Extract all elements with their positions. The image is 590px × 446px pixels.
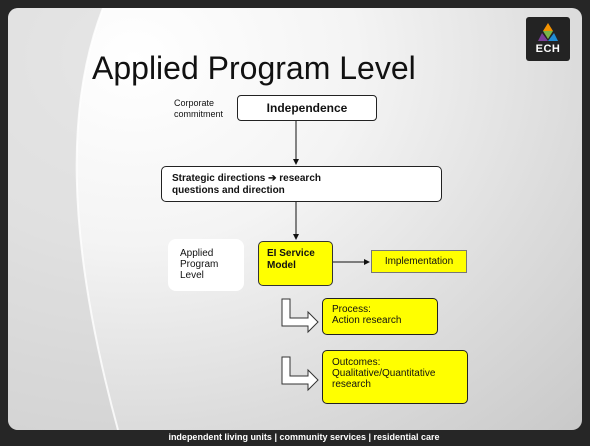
outcomes-node: Outcomes: Qualitative/Quantitative resea… bbox=[322, 350, 468, 404]
ech-logo-mark-icon bbox=[538, 23, 558, 41]
ech-logo-text: ECH bbox=[535, 43, 561, 55]
implementation-node: Implementation bbox=[371, 250, 467, 273]
bent-arrow-outcomes-icon bbox=[281, 356, 319, 392]
applied-program-level-label: Applied Program Level bbox=[168, 239, 244, 291]
ei-service-model-node: EI Service Model bbox=[258, 241, 333, 286]
bent-arrow-process-icon bbox=[281, 298, 319, 334]
footer-tagline: independent living units | community ser… bbox=[0, 430, 590, 446]
process-node: Process: Action research bbox=[322, 298, 438, 335]
slide-panel bbox=[8, 8, 582, 430]
slide-title: Applied Program Level bbox=[92, 50, 416, 86]
strategic-directions-node: Strategic directions ➔ research question… bbox=[161, 166, 442, 202]
background-swoosh bbox=[8, 8, 119, 430]
corporate-commitment-label: Corporate commitment bbox=[174, 98, 224, 119]
independence-node: Independence bbox=[237, 95, 377, 121]
ech-logo: ECH bbox=[526, 17, 570, 61]
